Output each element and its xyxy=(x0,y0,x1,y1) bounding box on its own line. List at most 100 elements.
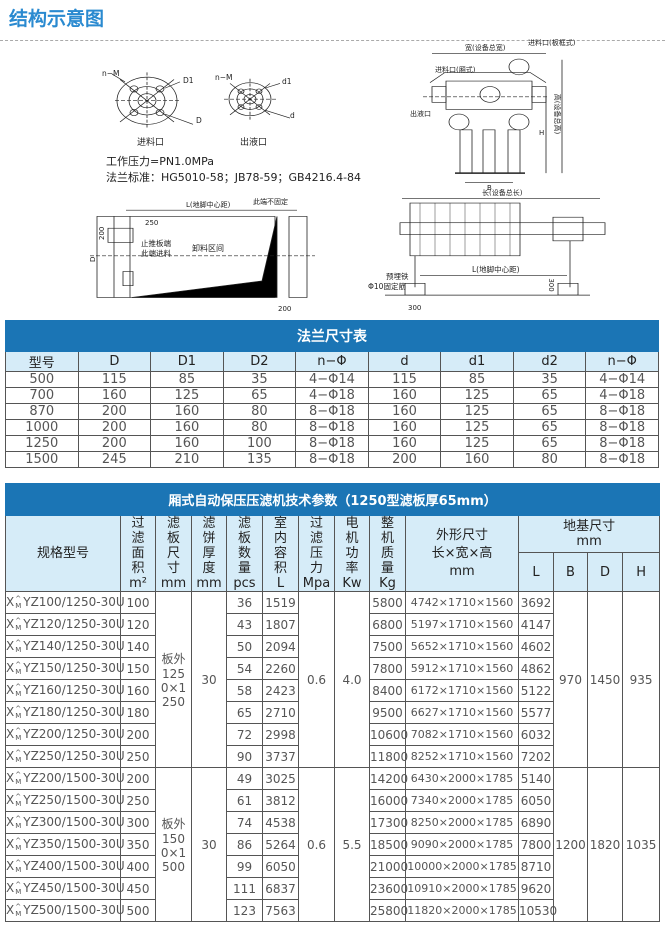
model-prefix: X xyxy=(6,705,15,720)
label-side-outlet: 出液口 xyxy=(410,109,431,118)
volume-cell: 4538 xyxy=(262,811,299,834)
table-cell: 160 xyxy=(367,435,442,452)
label-250: 250 xyxy=(145,219,158,227)
prefix-sub: M xyxy=(15,909,22,918)
area-cell: 100 xyxy=(120,591,156,614)
prefix-sub: M xyxy=(15,711,22,720)
base-D-cell: 1450 xyxy=(587,591,623,768)
model-prefix: X xyxy=(6,683,15,698)
dims-cell: 9090×2000×1785 xyxy=(405,833,519,856)
count-cell: 99 xyxy=(226,855,263,878)
prefix-sup: ^ xyxy=(15,594,22,603)
base-D-cell: 1820 xyxy=(587,767,623,922)
prefix-sup: ^ xyxy=(15,726,22,735)
base-L-cell: 3692 xyxy=(518,591,554,614)
label-stop-end: 止推板端 xyxy=(141,238,171,248)
header-unit: Kw xyxy=(342,576,362,591)
table-cell: 85 xyxy=(440,371,514,388)
column-header-B: B xyxy=(553,552,588,592)
mass-cell: 23600 xyxy=(369,877,408,900)
count-cell: 49 xyxy=(226,767,263,790)
plate-size-cell: 板外1500×1500 xyxy=(155,767,192,922)
prefix-sub: M xyxy=(15,733,22,742)
table-cell: 160 xyxy=(150,435,224,452)
base-L-cell: 7800 xyxy=(518,833,554,856)
model-prefix: X xyxy=(6,881,15,896)
header-label: mm xyxy=(449,564,475,579)
table-cell: 115 xyxy=(77,371,152,388)
mass-cell: 16000 xyxy=(369,789,408,812)
model-prefix-marks: ^M xyxy=(14,594,23,610)
working-pressure: 工作压力=PN1.0MPa xyxy=(106,155,214,168)
model-name: YZ180/1250-30U xyxy=(23,705,125,720)
mass-cell: 5800 xyxy=(369,591,406,614)
prefix-sup: ^ xyxy=(15,748,22,757)
area-cell: 180 xyxy=(120,701,156,724)
model-name: YZ160/1250-30U xyxy=(23,683,125,698)
volume-cell: 3737 xyxy=(262,745,299,768)
prefix-sup: ^ xyxy=(15,660,22,669)
count-cell: 111 xyxy=(226,877,263,900)
prefix-sup: ^ xyxy=(15,902,22,911)
column-header-model: 规格型号 xyxy=(5,515,121,592)
volume-cell: 6050 xyxy=(262,855,299,878)
model-name: YZ140/1250-30U xyxy=(23,639,125,654)
table-cell: 35 xyxy=(512,371,587,388)
table-cell: 8−Φ18 xyxy=(295,419,369,436)
base-L-cell: 7202 xyxy=(518,745,554,768)
label-inlet: 进料口 xyxy=(137,136,164,148)
model-prefix-marks: ^M xyxy=(14,793,23,808)
table-cell: 65 xyxy=(512,435,587,452)
table-cell: 65 xyxy=(512,403,587,420)
column-header: d xyxy=(367,351,442,372)
model-prefix-marks: ^M xyxy=(14,617,23,632)
column-header-D: D xyxy=(587,552,623,592)
model-prefix: X xyxy=(6,793,15,808)
header-unit: pcs xyxy=(233,576,256,591)
model-prefix: X xyxy=(6,727,15,742)
model-prefix-marks: ^M xyxy=(14,881,23,896)
area-cell: 500 xyxy=(120,899,156,922)
model-prefix: X xyxy=(6,639,15,654)
table-cell: 700 xyxy=(5,387,79,404)
area-cell: 140 xyxy=(120,635,156,658)
area-cell: 250 xyxy=(120,789,156,812)
label-n-m: n−M xyxy=(102,69,120,78)
flange-table-caption: 法兰尺寸表 xyxy=(5,320,659,352)
label-inlet-plate: 进料口(厢式) xyxy=(435,65,476,74)
label-length: 长(设备总长) xyxy=(482,188,523,197)
table-cell: 210 xyxy=(150,451,224,468)
column-header: 型号 xyxy=(5,351,79,372)
mass-cell: 8400 xyxy=(369,679,406,702)
section-title: 结构示意图 xyxy=(9,8,105,30)
dashed-divider xyxy=(0,40,665,41)
table-cell: 125 xyxy=(150,387,224,404)
model-prefix-marks: ^M xyxy=(14,726,23,742)
count-cell: 61 xyxy=(226,789,263,812)
label-outlet: 出液口 xyxy=(240,136,267,148)
table-cell: 200 xyxy=(77,403,152,420)
table-cell: 4−Φ18 xyxy=(585,387,659,404)
mass-cell: 11800 xyxy=(369,745,408,768)
column-header: d2 xyxy=(512,351,587,372)
base-L-cell: 6050 xyxy=(518,789,554,812)
plate-size-cell: 板外1250×1250 xyxy=(155,591,192,768)
count-cell: 72 xyxy=(226,723,263,746)
area-cell: 450 xyxy=(120,877,156,900)
label-front-L: L(地脚中心距) xyxy=(472,264,520,274)
